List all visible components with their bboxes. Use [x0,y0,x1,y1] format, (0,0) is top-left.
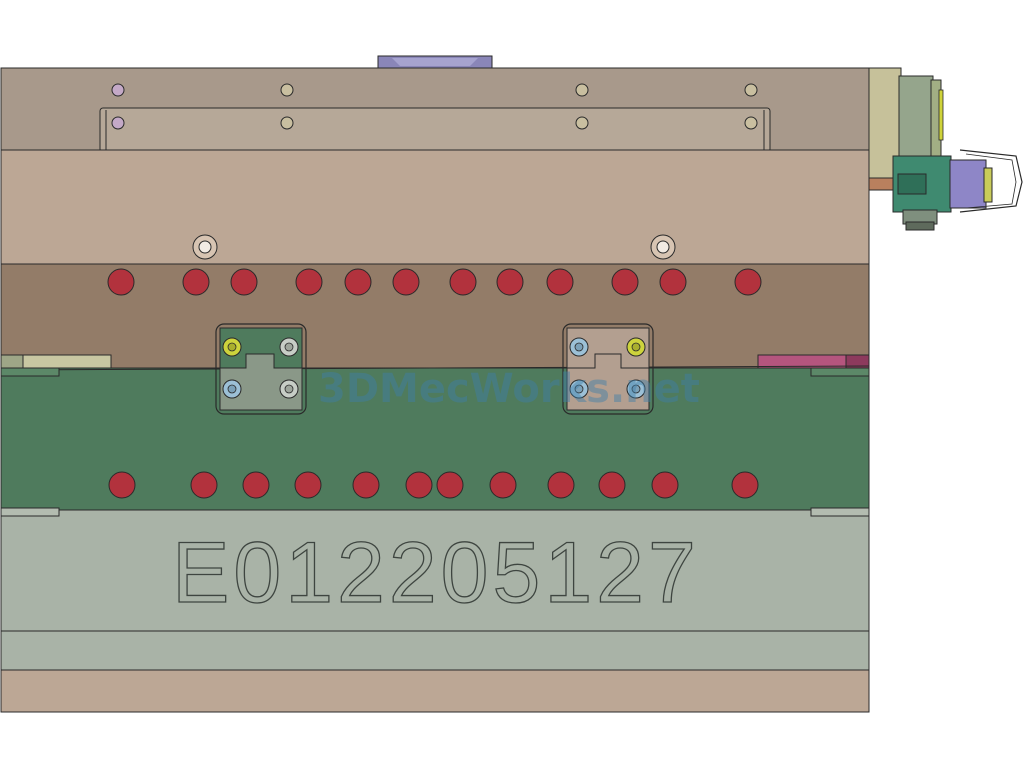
guide-pin-hole-inner [198,240,212,254]
cooling-channel [598,471,626,499]
interlock-male [566,353,650,411]
stripper-plate [0,263,870,369]
cooling-channel [190,471,218,499]
cooling-channel [489,471,517,499]
connector-yellow-strip [938,89,944,141]
cooling-channel [392,268,420,296]
screw-socket [631,384,641,394]
upper-cooling-channels [107,268,762,296]
clamp-slot [99,107,771,153]
support-plate [0,509,870,671]
cooling-channel [352,471,380,499]
connector-latch [959,149,1023,213]
cooling-channel [449,268,477,296]
connector-plug [949,159,987,209]
hex-socket-screw-icon [280,83,294,97]
hex-socket-screw-icon [111,83,125,97]
left-interlock-block [215,323,307,415]
hex-socket-screw-icon [575,83,589,97]
cooling-channel [242,471,270,499]
screw-socket [284,384,294,394]
bottom-clamp-plate [0,669,870,713]
sprue-bushing-highlight [392,58,478,66]
cooling-channel [107,268,135,296]
cooling-channel [295,268,323,296]
left-side-strip [22,354,112,369]
interlock-frame [562,323,654,415]
connector-body-slot [897,173,927,195]
cooling-channel [546,268,574,296]
cooling-channel [405,471,433,499]
core-plate [0,367,870,511]
right-interlock-block [562,323,654,415]
screw-socket [227,342,237,352]
cooling-channel [659,268,687,296]
cooling-channel [547,471,575,499]
part-number-engraving: E012205127 [172,525,700,621]
cooling-channel [611,268,639,296]
guide-pin-hole-inner [656,240,670,254]
cooling-channel [294,471,322,499]
top-screw-row [111,83,758,130]
cooling-channel [182,268,210,296]
cooling-channel [651,471,679,499]
cooling-channel [344,268,372,296]
cooling-channel [731,471,759,499]
hex-socket-screw-icon [575,116,589,130]
hex-socket-screw-icon [280,116,294,130]
hex-socket-screw-icon [744,83,758,97]
cooling-channel [230,268,258,296]
lower-cooling-channels [108,471,759,499]
connector-box-icon [868,67,1023,231]
support-plate-right-lip [810,507,870,517]
core-plate-left-lip [0,367,60,377]
cooling-channel [734,268,762,296]
connector-pipe [868,177,896,191]
screw-socket [631,342,641,352]
screw-socket [574,384,584,394]
core-plate-right-lip [810,367,870,377]
connector-housing [898,75,934,159]
cooling-channel [108,471,136,499]
interlock-frame [215,323,307,415]
cooling-channel [496,268,524,296]
connector-plug-cap [983,167,993,203]
watermark-text: 3DMecWorks.net [318,366,700,412]
hex-socket-screw-icon [111,116,125,130]
screw-socket [284,342,294,352]
parting-line [0,365,870,371]
hex-socket-screw-icon [744,116,758,130]
interlock-female [219,353,303,411]
screw-socket [574,342,584,352]
connector-latch-inner [965,153,1017,209]
left-side-strip-dark [0,354,24,369]
cooling-channel [436,471,464,499]
screw-socket [227,384,237,394]
support-plate-left-lip [0,507,60,517]
cavity-plate [0,149,870,265]
connector-foot [905,221,935,231]
